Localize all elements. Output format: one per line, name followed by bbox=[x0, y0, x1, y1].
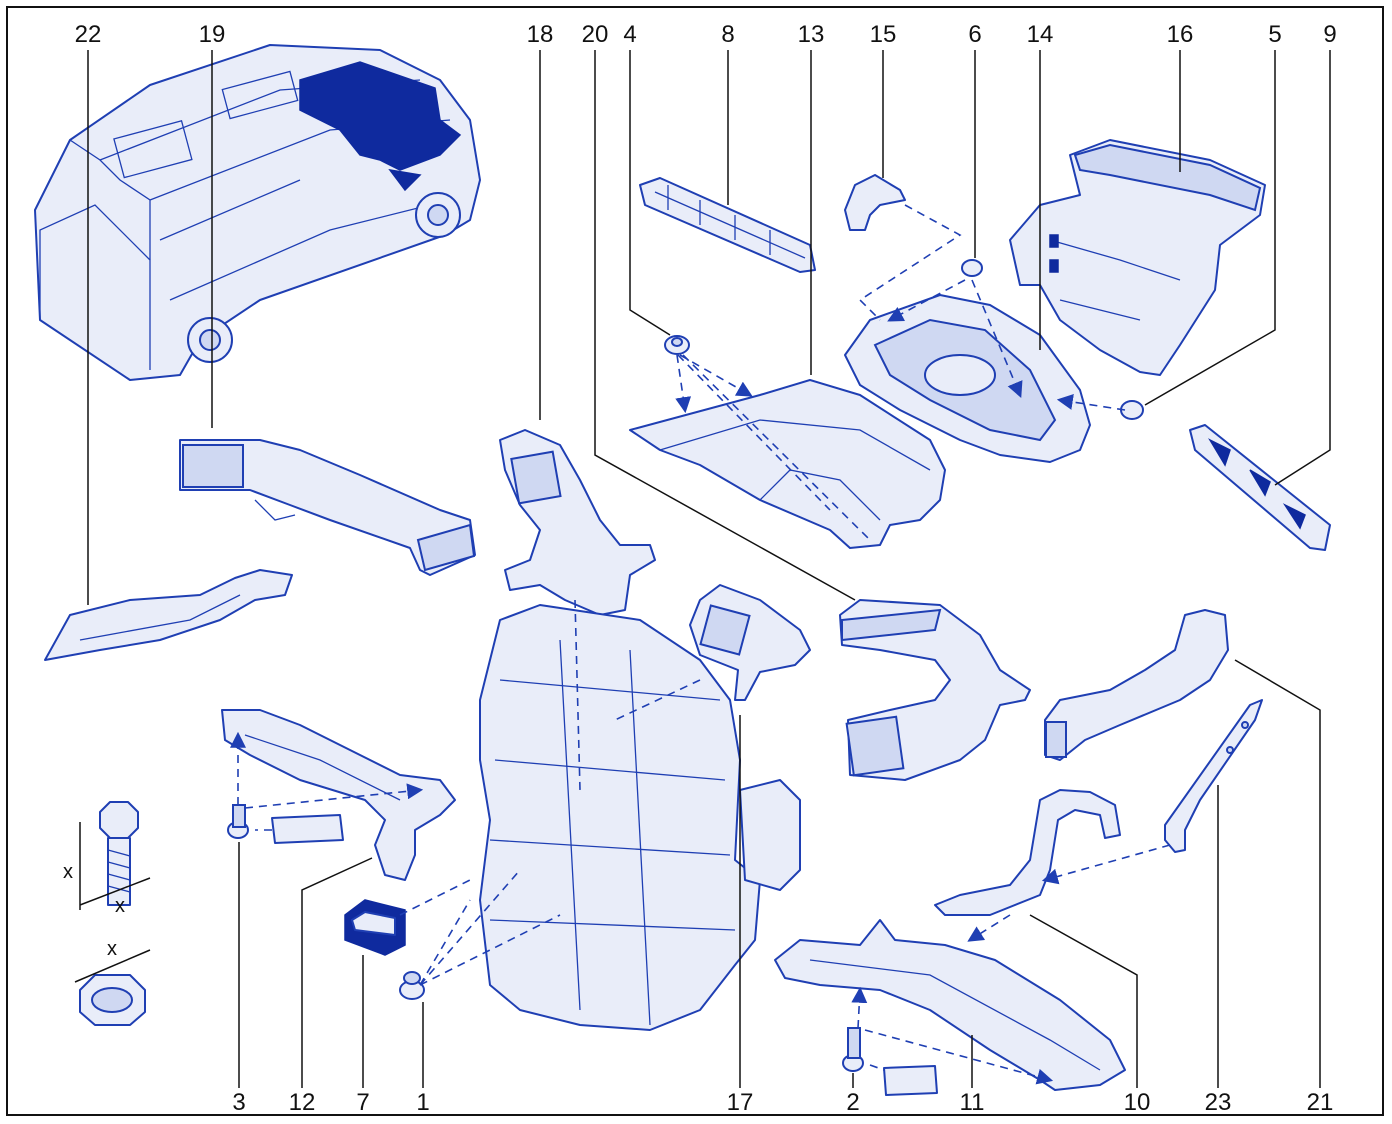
part-16-duct-assembly bbox=[1009, 139, 1266, 376]
part-6-clip bbox=[961, 259, 983, 277]
part-17-duct bbox=[689, 584, 811, 701]
diagram-frame bbox=[6, 6, 1384, 1116]
part-19-duct bbox=[179, 439, 476, 576]
callout-16: 16 bbox=[1167, 21, 1194, 48]
callout-13: 13 bbox=[798, 21, 825, 48]
part-11-duct bbox=[774, 919, 1126, 1091]
callout-22: 22 bbox=[75, 21, 102, 48]
part-2-seal bbox=[883, 1065, 938, 1096]
callout-12: 12 bbox=[289, 1089, 316, 1116]
part-8-grille bbox=[639, 177, 816, 273]
callout-10: 10 bbox=[1124, 1089, 1151, 1116]
callout-23: 23 bbox=[1205, 1089, 1232, 1116]
part-20-duct bbox=[839, 599, 1031, 781]
clip-parts bbox=[664, 259, 1144, 420]
part-21-duct bbox=[1044, 609, 1229, 761]
part-7-connector bbox=[344, 899, 406, 956]
part-9-grille bbox=[1189, 424, 1331, 551]
dimension-mark-bolt-diameter: x bbox=[115, 895, 125, 917]
hvac-unit bbox=[479, 604, 801, 1031]
callout-19: 19 bbox=[199, 21, 226, 48]
callout-17: 17 bbox=[727, 1089, 754, 1116]
callout-20: 20 bbox=[582, 21, 609, 48]
part-10-hose bbox=[934, 789, 1121, 916]
callout-2: 2 bbox=[846, 1089, 859, 1116]
callout-8: 8 bbox=[721, 21, 734, 48]
van-illustration bbox=[34, 44, 481, 381]
callout-21: 21 bbox=[1307, 1089, 1334, 1116]
part-14-console bbox=[844, 294, 1091, 463]
callout-18: 18 bbox=[527, 21, 554, 48]
dimension-mark-bolt-length: x bbox=[63, 861, 73, 883]
assembly-lines bbox=[230, 204, 1171, 1085]
bolt-detail bbox=[74, 801, 151, 1026]
callout-14: 14 bbox=[1027, 21, 1054, 48]
leader-lines bbox=[87, 50, 1331, 1088]
callout-6: 6 bbox=[968, 21, 981, 48]
callout-3: 3 bbox=[232, 1089, 245, 1116]
callout-15: 15 bbox=[870, 21, 897, 48]
part-18-duct bbox=[499, 429, 656, 616]
callout-11: 11 bbox=[960, 1089, 985, 1116]
callout-9: 9 bbox=[1323, 21, 1336, 48]
part-22-duct bbox=[44, 569, 293, 661]
part-23-bracket bbox=[1164, 699, 1263, 853]
callout-5: 5 bbox=[1268, 21, 1281, 48]
callout-1: 1 bbox=[416, 1089, 429, 1116]
callout-4: 4 bbox=[623, 21, 636, 48]
part-3-seal bbox=[271, 814, 344, 844]
callout-7: 7 bbox=[356, 1089, 369, 1116]
part-12-duct bbox=[221, 709, 456, 881]
dimension-mark-nut: x bbox=[107, 938, 117, 960]
part-15-elbow bbox=[844, 174, 906, 231]
callout-labels: 22 19 18 20 4 8 13 15 6 14 16 5 9 3 12 7… bbox=[63, 21, 1337, 1116]
part-13-duct bbox=[629, 379, 946, 549]
fasteners bbox=[227, 804, 938, 1096]
